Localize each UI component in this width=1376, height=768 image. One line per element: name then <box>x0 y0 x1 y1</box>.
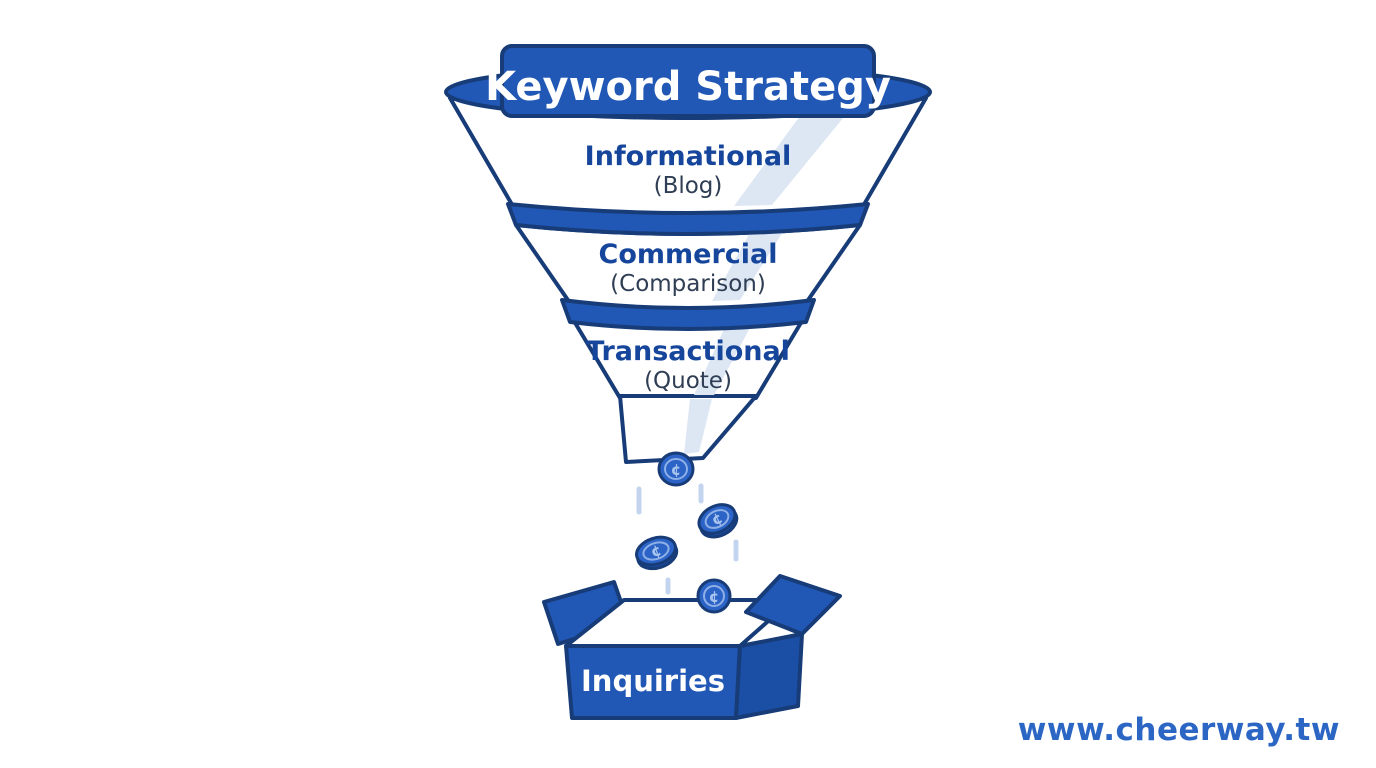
stage-sublabel-informational: (Blog) <box>654 173 723 199</box>
diagram-title: Keyword Strategy <box>485 64 891 110</box>
coin-ring <box>664 458 688 480</box>
coin-symbol: ¢ <box>671 461 681 479</box>
stage-sublabel-commercial: (Comparison) <box>610 271 766 297</box>
coin-icon: ¢ <box>657 451 695 487</box>
funnel-highlight <box>712 227 786 301</box>
coin-ring <box>703 585 725 607</box>
stage-label-commercial: Commercial <box>599 239 778 270</box>
stage-label-informational: Informational <box>585 141 792 172</box>
funnel-highlight <box>734 112 848 206</box>
box-flap-right <box>744 574 842 636</box>
coin-ring <box>704 509 730 529</box>
funnel-band-top <box>506 202 870 236</box>
title-banner <box>500 44 876 118</box>
coin-face <box>657 451 695 487</box>
funnel-band-bottom <box>560 298 816 331</box>
coin-icon: ¢ <box>635 535 679 571</box>
inquiries-box-side <box>734 632 804 720</box>
coin-ring <box>642 541 670 561</box>
inquiries-box-label: Inquiries <box>581 664 725 698</box>
coin-icon: ¢ <box>696 578 732 614</box>
funnel-highlight <box>694 324 752 395</box>
stage-label-transactional: Transactional <box>586 336 790 367</box>
funnel-highlight <box>684 399 712 454</box>
coin-symbol: ¢ <box>709 588 719 606</box>
stage-sublabel-transactional: (Quote) <box>644 368 732 394</box>
coin-face <box>696 578 732 614</box>
coin-icon: ¢ <box>697 503 739 539</box>
watermark-text: www.cheerway.tw <box>1017 712 1340 748</box>
